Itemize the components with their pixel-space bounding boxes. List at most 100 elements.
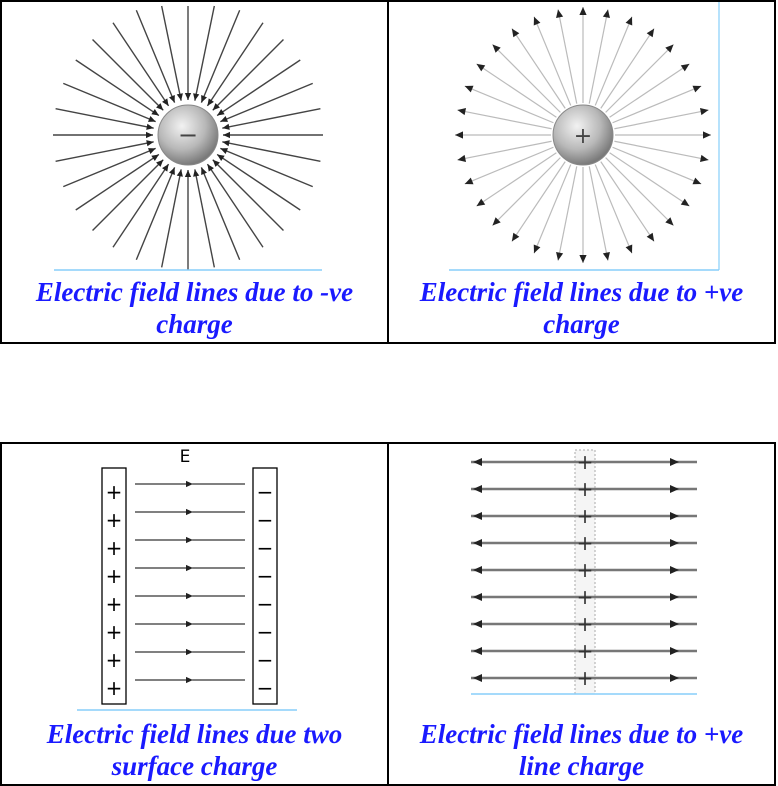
charge-symbol: − [178, 121, 198, 149]
arrow-head-right [670, 565, 679, 575]
field-line [92, 159, 164, 231]
plate-plus-symbol: + [106, 480, 123, 504]
field-line [194, 169, 216, 268]
field-line [92, 39, 164, 111]
field-line [63, 82, 156, 123]
panel-positive-charge: + Electric field lines due to +ve charge [387, 0, 776, 344]
caption-line-1: Electric field lines due to +ve [419, 719, 744, 749]
caption-line-1: Electric field lines due to +ve [419, 277, 744, 307]
plate-plus-symbol: + [106, 592, 123, 616]
field-line [160, 169, 182, 268]
field-line [588, 166, 609, 261]
field-line [63, 147, 156, 188]
field-line [75, 59, 160, 117]
arrow-head [699, 108, 709, 116]
field-line [75, 153, 160, 211]
arrow-head-left [473, 646, 482, 656]
arrow-head [146, 123, 154, 130]
arrow-head [186, 676, 193, 684]
negative-charge-sphere [157, 104, 219, 166]
arrow-head [193, 169, 200, 177]
arrow-head [220, 148, 229, 154]
line-charge-plus: + [577, 558, 594, 582]
arrow-head [146, 131, 153, 139]
arrow-head [207, 164, 214, 172]
line-charge-plus: + [577, 585, 594, 609]
line-charge-plus: + [577, 531, 594, 555]
arrow-head [492, 44, 501, 53]
arrow-head-right [670, 592, 679, 602]
arrow-head-right [670, 673, 679, 683]
field-line [588, 9, 609, 104]
field-line [605, 44, 674, 113]
caption-negative: Electric field lines due to -ve charge [2, 276, 387, 340]
line-charge-plus: + [577, 666, 594, 690]
arrow-head [511, 232, 520, 242]
panel-line-charge: +++++++++ Electric field lines due to +v… [387, 442, 776, 786]
arrow-head [186, 508, 193, 516]
arrow-head-right [670, 484, 679, 494]
arrow-head-left [473, 619, 482, 629]
field-line [55, 107, 154, 129]
field-line [600, 28, 655, 109]
arrow-head [222, 123, 230, 130]
field-line [216, 153, 301, 211]
arrow-head [176, 93, 183, 101]
arrow-head [511, 28, 520, 38]
arrow-head [680, 63, 690, 72]
arrow-head [579, 7, 587, 15]
positive-charge-sphere [552, 104, 614, 166]
arrow-head [156, 103, 164, 111]
plate-minus-symbol: − [257, 508, 274, 532]
arrow-head [464, 177, 474, 185]
plate-plus-symbol: + [106, 508, 123, 532]
field-line [612, 85, 702, 124]
plate-minus-symbol: − [257, 564, 274, 588]
caption-positive: Electric field lines due to +ve charge [389, 276, 774, 340]
arrow-head [162, 164, 169, 172]
plate-plus-symbol: + [106, 620, 123, 644]
field-line [212, 39, 284, 111]
field-line [212, 159, 284, 231]
caption-line-2: charge [543, 309, 620, 339]
arrow-head [162, 98, 169, 106]
arrow-head [217, 109, 225, 116]
field-line [609, 63, 690, 118]
arrow-head [646, 28, 655, 38]
arrow-head [151, 109, 159, 116]
arrow-head-left [473, 565, 482, 575]
arrow-head [579, 255, 587, 263]
line-charge-diagram: +++++++++ [471, 449, 697, 695]
arrow-head [176, 169, 183, 177]
bottom-row-table: E+−+−+−+−+−+−+−+− Electric field lines d… [0, 442, 776, 786]
arrow-head-left [473, 538, 482, 548]
arrow-head-left [473, 484, 482, 494]
arrow-head [186, 648, 193, 656]
arrow-head-right [670, 619, 679, 629]
arrow-head [193, 93, 200, 101]
caption-line-1: Electric field lines due two [46, 719, 343, 749]
field-line [533, 16, 572, 106]
field-line [614, 109, 709, 130]
arrow-head [476, 198, 486, 207]
arrow-head [186, 536, 193, 544]
field-line [492, 157, 561, 226]
arrow-head-left [473, 511, 482, 521]
arrow-head [457, 154, 467, 162]
arrow-head [147, 116, 156, 122]
arrow-head [533, 244, 541, 254]
arrow-head [665, 44, 674, 53]
arrow-head [692, 85, 702, 93]
field-line [533, 164, 572, 254]
arrow-head [680, 198, 690, 207]
field-line [457, 109, 552, 130]
arrow-head [186, 592, 193, 600]
arrow-head [457, 108, 467, 116]
plate-plus-symbol: + [106, 648, 123, 672]
plate-minus-symbol: − [257, 536, 274, 560]
arrow-head-right [670, 511, 679, 521]
arrow-head [186, 620, 193, 628]
plate-plus-symbol: + [106, 536, 123, 560]
arrow-head [156, 159, 164, 167]
line-charge-plus: + [577, 504, 594, 528]
